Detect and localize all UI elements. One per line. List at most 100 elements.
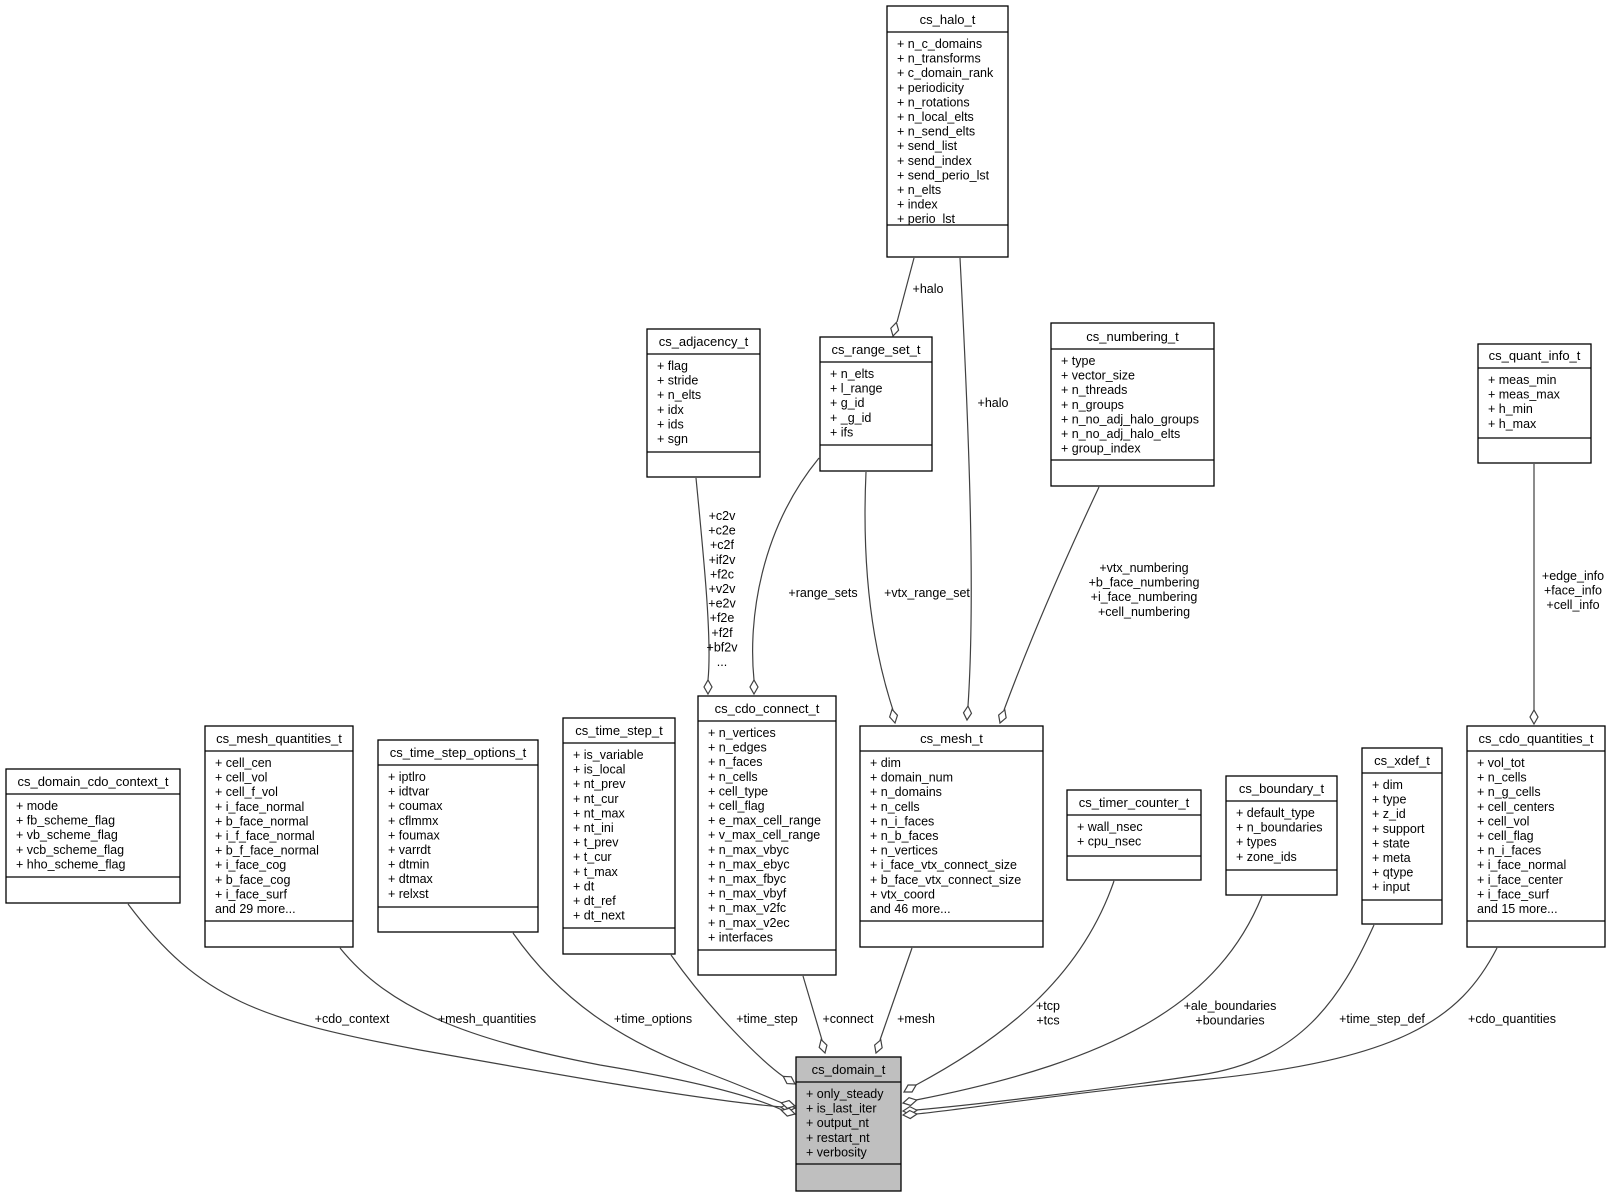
class-attribute: + n_threads [1061,383,1127,397]
class-title: cs_range_set_t [832,342,921,357]
class-attribute: + flag [657,359,688,373]
class-attribute: + h_max [1488,417,1537,431]
class-title: cs_cdo_connect_t [715,701,820,716]
class-attribute: + g_id [830,396,864,410]
aggregation-diamond [997,708,1007,725]
class-attribute: + n_max_fbyc [708,872,786,886]
class-attribute: + n_vertices [870,844,938,858]
edge-label-line: +mesh_quantities [438,1012,536,1026]
class-node-cs-time-step-options-t[interactable]: cs_time_step_options_t+ iptlro+ idtvar+ … [377,739,539,933]
class-attribute: + idx [657,403,685,417]
class-node-cs-domain-cdo-context-t[interactable]: cs_domain_cdo_context_t+ mode+ fb_scheme… [5,768,181,904]
class-attribute: + is_local [573,763,625,777]
aggregation-diamond [902,1084,918,1093]
class-title: cs_boundary_t [1239,781,1325,796]
class-attribute: + send_perio_lst [897,168,990,182]
class-attribute: + iptlro [388,770,426,784]
class-attribute: + wall_nsec [1077,820,1143,834]
class-node-cs-mesh-quantities-t[interactable]: cs_mesh_quantities_t+ cell_cen+ cell_vol… [204,725,354,948]
class-attribute: and 46 more... [870,902,951,916]
class-attribute: + i_f_face_normal [215,829,315,843]
class-box [1361,747,1443,925]
class-attribute: + c_domain_rank [897,66,994,80]
edge-label-line: +cell_info [1546,598,1599,612]
class-attribute: + n_local_elts [897,110,974,124]
aggregation-diamond [962,704,973,722]
edge-label-line: +mesh [897,1012,935,1026]
class-node-cs-quant-info-t[interactable]: cs_quant_info_t+ meas_min+ meas_max+ h_m… [1477,343,1592,464]
class-attribute: + cpu_nsec [1077,835,1141,849]
class-attribute: + n_max_vbyc [708,843,789,857]
class-attribute: + n_max_v2ec [708,916,790,930]
aggregation-edge-mesh-quantities [339,947,797,1117]
class-attribute: + i_face_normal [215,800,304,814]
class-attribute: + verbosity [806,1145,868,1159]
aggregation-edge-cdo-quantities [901,947,1498,1120]
edge-label-line: ... [717,655,727,669]
class-attribute: + domain_num [870,771,953,785]
class-attribute: + nt_ini [573,821,614,835]
class-attribute: + cell_vol [1477,814,1529,828]
class-attribute: + n_b_faces [870,829,938,843]
edge-line [670,954,785,1078]
class-attribute: + dtmin [388,858,429,872]
edge-label-adjacency-connect: +c2v+c2e+c2f+if2v+f2c+v2v+e2v+f2e+f2f+bf… [707,509,739,669]
edge-line [1003,486,1100,711]
class-node-cs-range-set-t[interactable]: cs_range_set_t+ n_elts+ l_range+ g_id+ _… [819,336,933,472]
aggregation-diamond [818,1038,828,1055]
edge-line [959,257,972,707]
aggregation-edge-time-step [670,954,797,1085]
edge-label-numbering-mesh: +vtx_numbering+b_face_numbering+i_face_n… [1089,561,1200,619]
class-box [886,5,1009,258]
class-title: cs_cdo_quantities_t [1479,731,1594,746]
class-attribute: + coumax [388,799,443,813]
class-attribute: + foumax [388,828,441,842]
class-attribute: and 15 more... [1477,902,1558,916]
class-attribute: + t_prev [573,836,619,850]
class-node-cs-numbering-t[interactable]: cs_numbering_t+ type+ vector_size+ n_thr… [1050,322,1215,487]
class-node-cs-cdo-connect-t[interactable]: cs_cdo_connect_t+ n_vertices+ n_edges+ n… [697,695,837,976]
class-attribute: + v_max_cell_range [708,828,820,842]
aggregation-diamond [890,321,900,338]
class-attribute: + b_face_cog [215,873,290,887]
class-node-cs-halo-t[interactable]: cs_halo_t+ n_c_domains+ n_transforms+ c_… [886,5,1009,258]
class-attribute: + vtx_coord [870,887,935,901]
class-attribute: + n_edges [708,741,767,755]
class-attribute: + i_face_surf [215,887,287,901]
class-attribute: + n_elts [897,183,941,197]
nodes-layer: cs_halo_t+ n_c_domains+ n_transforms+ c_… [5,5,1606,1192]
class-attribute: + is_last_iter [806,1102,877,1116]
class-node-cs-timer-counter-t[interactable]: cs_timer_counter_t+ wall_nsec+ cpu_nsec [1066,789,1202,881]
class-attribute: + vol_tot [1477,756,1525,770]
class-node-cs-adjacency-t[interactable]: cs_adjacency_t+ flag+ stride+ n_elts+ id… [646,328,761,478]
class-attribute: + state [1372,836,1410,850]
aggregation-edge-boundaries [901,895,1263,1107]
class-node-cs-mesh-t[interactable]: cs_mesh_t+ dim+ domain_num+ n_domains+ n… [859,725,1044,948]
edge-labels-layer: +halo+halo+c2v+c2e+c2f+if2v+f2c+v2v+e2v+… [315,282,1605,1028]
edge-label-line: +cell_numbering [1098,605,1190,619]
class-attribute: + n_c_domains [897,37,982,51]
edge-label-mesh-quantities: +mesh_quantities [438,1012,536,1026]
class-attribute: + output_nt [806,1116,869,1130]
class-node-cs-time-step-t[interactable]: cs_time_step_t+ is_variable+ is_local+ n… [562,717,676,955]
aggregation-edge-connect [802,975,828,1055]
edge-line [512,932,783,1104]
edge-label-line: +f2f [711,626,733,640]
class-attribute: + b_f_face_normal [215,844,319,858]
edge-label-line: +vtx_range_set [884,586,970,600]
class-node-cs-domain-t[interactable]: cs_domain_t+ only_steady+ is_last_iter+ … [795,1056,902,1192]
edge-label-time-step: +time_step [736,1012,798,1026]
class-attribute: + mode [16,799,58,813]
class-attribute: + meta [1372,851,1411,865]
class-attribute: + t_max [573,865,619,879]
class-node-cs-boundary-t[interactable]: cs_boundary_t+ default_type+ n_boundarie… [1225,775,1338,896]
class-node-cs-cdo-quantities-t[interactable]: cs_cdo_quantities_t+ vol_tot+ n_cells+ n… [1466,725,1606,948]
edge-label-range-connect: +range_sets [788,586,857,600]
class-node-cs-xdef-t[interactable]: cs_xdef_t+ dim+ type+ z_id+ support+ sta… [1361,747,1443,925]
class-attribute: + types [1236,835,1277,849]
class-attribute: + dt_ref [573,894,616,908]
edge-label-time-options: +time_options [614,1012,692,1026]
class-title: cs_quant_info_t [1489,348,1581,363]
edge-label-line: +f2c [710,567,734,581]
